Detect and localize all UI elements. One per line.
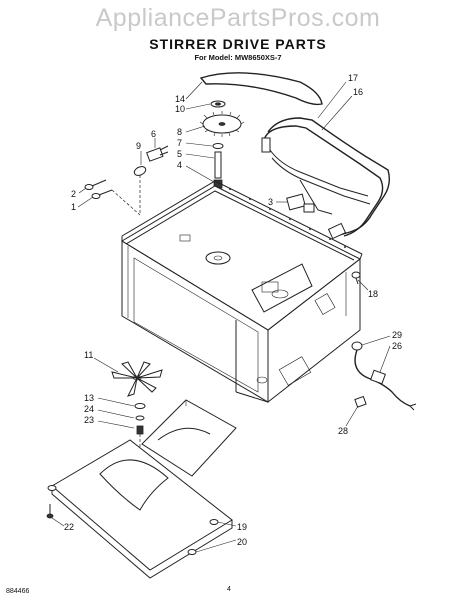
model-subtitle: For Model: MW8650XS-7: [194, 53, 282, 62]
callout-24: 24: [84, 404, 94, 414]
callout-10: 10: [175, 104, 185, 114]
callout-26: 26: [392, 341, 402, 351]
callout-23: 23: [84, 415, 94, 425]
callout-2: 2: [71, 189, 76, 199]
leader-lines: [51, 81, 391, 553]
connector-part: [286, 193, 315, 213]
callout-18: 18: [368, 289, 378, 299]
callout-labels: 14 10 8 7 5 4 6 9 2 1 17 16 3 18 29 26 2…: [64, 73, 402, 547]
power-cord: [351, 341, 417, 411]
callout-7: 7: [177, 138, 182, 148]
callout-9: 9: [136, 141, 141, 151]
callout-3: 3: [268, 197, 273, 207]
callout-5: 5: [177, 149, 182, 159]
clip-part: [354, 395, 367, 408]
stirrer-cover: [141, 399, 237, 477]
document-code: 884466: [6, 588, 30, 595]
callout-11: 11: [84, 350, 93, 360]
page-number: 4: [227, 586, 231, 593]
screw-right: [351, 271, 361, 285]
callout-13: 13: [84, 393, 94, 403]
screw-bottom-right: [187, 519, 219, 555]
screw-bottom: [46, 504, 54, 519]
switch-part: [146, 145, 169, 162]
microwave-cabinet: [121, 180, 363, 404]
watermark-logo: AppliancePartsPros.com: [95, 4, 381, 32]
drive-belt: [199, 72, 323, 106]
callout-4: 4: [177, 160, 182, 170]
callout-19: 19: [237, 522, 247, 532]
callout-14: 14: [175, 94, 185, 104]
lamp-part: [133, 166, 147, 215]
callout-20: 20: [237, 537, 247, 547]
callout-29: 28: [338, 426, 348, 436]
page-title: STIRRER DRIVE PARTS: [149, 36, 327, 52]
stirrer-blade: [111, 361, 163, 397]
callout-28: 29: [392, 330, 402, 340]
callout-1: 1: [71, 202, 76, 212]
stirrer-pulley: [199, 111, 245, 137]
washer-part: [210, 100, 226, 108]
screw-set: [84, 179, 141, 216]
callout-17: 17: [348, 73, 358, 83]
wire-harness: [261, 117, 391, 240]
callout-16: 16: [353, 87, 363, 97]
stirrer-hardware: [134, 403, 146, 462]
callout-8: 8: [177, 127, 182, 137]
callout-6: 6: [151, 129, 156, 139]
callout-22: 22: [64, 522, 74, 532]
